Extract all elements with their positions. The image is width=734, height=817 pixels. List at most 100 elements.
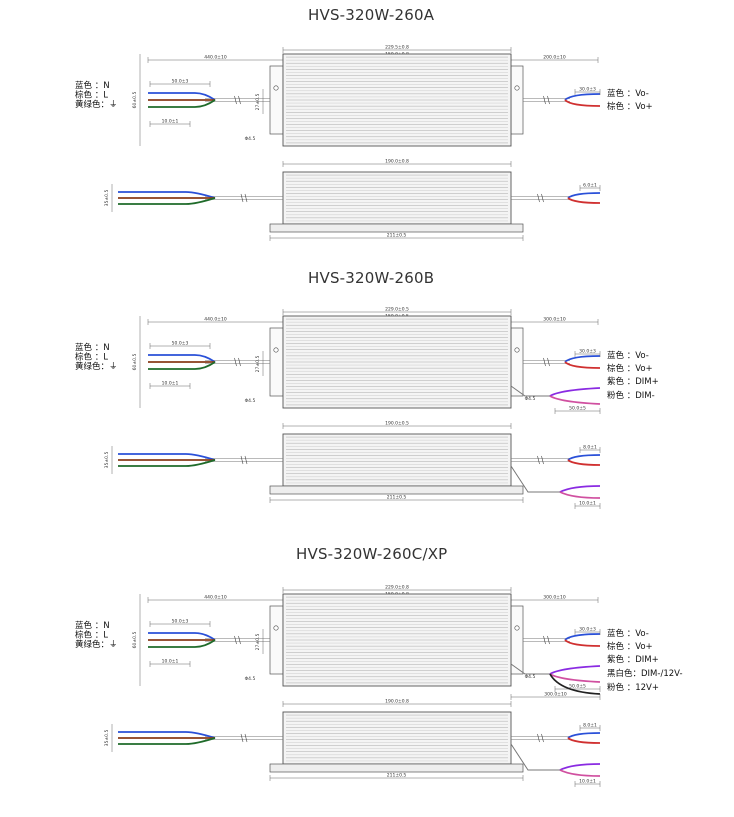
case-outline bbox=[282, 711, 512, 765]
output-label-0: 蓝色 ：Vo- bbox=[607, 88, 649, 99]
dim-output-strip: 30.0±3 bbox=[574, 87, 601, 95]
case-side-view bbox=[282, 711, 512, 765]
case-top-view bbox=[282, 315, 512, 409]
dim-hole-diameter-right: Φ4.5 bbox=[525, 674, 536, 680]
wire bbox=[564, 639, 601, 647]
dimension-text: 190.0±0.8 bbox=[385, 159, 409, 165]
output-wires-main bbox=[564, 633, 601, 647]
wire bbox=[118, 191, 216, 199]
case-top-view bbox=[282, 593, 512, 687]
mount-flange-right bbox=[510, 605, 524, 675]
output-label-3: 粉色 ：DIM- bbox=[607, 390, 655, 401]
mount-hole bbox=[273, 625, 279, 631]
dimension-text: 30.0±3 bbox=[579, 627, 596, 633]
dim-hole-diameter-left: Φ4.5 bbox=[245, 136, 256, 142]
dimension-text: 8.0±1 bbox=[583, 445, 597, 451]
dimension-text: 50.0±3 bbox=[172, 79, 189, 85]
output-wires-main bbox=[564, 93, 601, 107]
dim-base-length: 211±0.5 bbox=[269, 495, 524, 503]
dim-tip-length: 10.0±1 bbox=[149, 381, 191, 389]
wire bbox=[118, 737, 216, 745]
break-mark bbox=[244, 455, 248, 465]
mount-hole bbox=[514, 625, 520, 631]
wire bbox=[148, 361, 216, 370]
wire bbox=[118, 197, 216, 205]
dimension-text: 190.0±0.5 bbox=[385, 421, 409, 427]
input-label-1: 棕色 ：L bbox=[75, 630, 108, 641]
dim-hole-spacing-text: 27±0.5 bbox=[255, 634, 261, 651]
input-label-0: 蓝色 ：N bbox=[75, 620, 110, 631]
dim-cable-route bbox=[510, 663, 550, 675]
dim-output-cable-length: 300.0±10 bbox=[510, 595, 599, 603]
mount-flange-right bbox=[510, 65, 524, 135]
dim-side-height-text: 35±0.5 bbox=[104, 452, 110, 469]
dim-strip-length: 50.0±3 bbox=[149, 341, 211, 349]
wire bbox=[549, 673, 601, 695]
break-mark bbox=[238, 635, 241, 645]
break-mark bbox=[543, 357, 546, 367]
wire bbox=[148, 99, 216, 108]
wire bbox=[148, 354, 216, 363]
dim-tip-length: 10.0±1 bbox=[149, 659, 191, 667]
dim-output-strip: 30.0±3 bbox=[574, 349, 601, 357]
case-outline bbox=[282, 433, 512, 487]
dim-side-output-strip: 6.0±1 bbox=[579, 183, 601, 191]
side-input-wires bbox=[118, 453, 216, 467]
break-mark bbox=[240, 733, 244, 743]
dimension-text: 30.0±3 bbox=[579, 87, 596, 93]
output-cable bbox=[523, 635, 570, 645]
side-output-cable bbox=[511, 193, 570, 203]
wire bbox=[564, 93, 601, 101]
input-wires bbox=[148, 632, 216, 648]
wire bbox=[549, 387, 601, 397]
dimension-text: 50.0±5 bbox=[569, 684, 586, 690]
break-mark bbox=[547, 635, 550, 645]
wire bbox=[564, 99, 601, 107]
output-cable bbox=[523, 95, 570, 105]
input-cable bbox=[205, 95, 270, 105]
dimension-text: 211±0.5 bbox=[387, 233, 407, 239]
title-260a: HVS-320W-260A bbox=[308, 6, 435, 24]
wire bbox=[564, 355, 601, 363]
dimension-text: 440.0±10 bbox=[204, 317, 227, 323]
dimension-text: 300.0±10 bbox=[543, 595, 566, 601]
break-mark bbox=[537, 733, 540, 743]
dimension-text: 229.0±0.8 bbox=[385, 585, 409, 591]
wire bbox=[559, 485, 601, 493]
break-mark bbox=[244, 733, 248, 743]
side-output-wires bbox=[567, 454, 601, 466]
input-label-0: 蓝色 ：N bbox=[75, 342, 110, 353]
break-mark bbox=[240, 193, 244, 203]
output-cable bbox=[523, 357, 570, 367]
dimension-text: 8.0±1 bbox=[583, 723, 597, 729]
input-label-2: 黄绿色：⏚ bbox=[75, 361, 118, 372]
break-mark bbox=[244, 193, 248, 203]
input-label-1: 棕色 ：L bbox=[75, 90, 108, 101]
dim-output-cable-length: 200.0±10 bbox=[510, 55, 599, 63]
dim-side-case-length: 190.0±0.8 bbox=[282, 699, 512, 707]
side-input-wires bbox=[118, 191, 216, 205]
output-label-4: 粉色 ：12V+ bbox=[607, 682, 659, 693]
dimension-text: 229.5±0.8 bbox=[385, 45, 409, 51]
side-output-wires bbox=[567, 192, 601, 204]
dimension-text: 229.0±0.5 bbox=[385, 307, 409, 313]
dim-side-dim-strip: 10.0±1 bbox=[574, 779, 601, 787]
dimension-text: 10.0±1 bbox=[162, 381, 179, 387]
title-260c-xp: HVS-320W-260C/XP bbox=[296, 545, 448, 563]
dim-overall-length: 229.0±0.8 bbox=[282, 585, 512, 593]
wire bbox=[549, 673, 601, 683]
break-mark bbox=[543, 95, 546, 105]
side-output-cable bbox=[511, 455, 570, 465]
dim-height-text: 60±0.5 bbox=[132, 632, 138, 649]
dim-strip-length: 50.0±3 bbox=[149, 619, 211, 627]
break-mark bbox=[238, 357, 241, 367]
dim-input-cable-length: 440.0±10 bbox=[147, 317, 284, 325]
input-wires bbox=[148, 354, 216, 370]
wire bbox=[567, 737, 601, 744]
dimension-text: 6.0±1 bbox=[583, 183, 597, 189]
output-label-1: 棕色 ：Vo+ bbox=[607, 641, 653, 652]
